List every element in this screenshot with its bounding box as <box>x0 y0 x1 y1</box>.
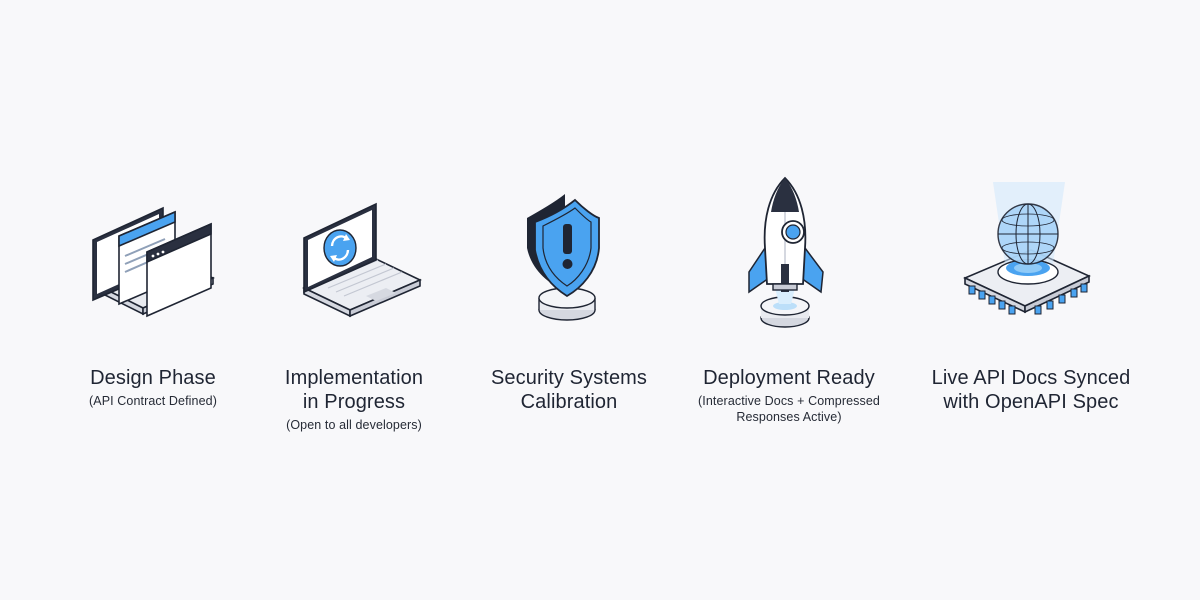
shield-warning-icon <box>469 160 669 340</box>
stage-title: Live API Docs Synced with OpenAPI Spec <box>931 366 1131 414</box>
stage-title-line: with OpenAPI Spec <box>943 391 1119 413</box>
stage-title-line: Design Phase <box>90 367 216 389</box>
stage-title: Design Phase (API Contract Defined) <box>53 366 253 409</box>
stage-title-line: Live API Docs Synced <box>931 367 1131 389</box>
stage-title: Deployment Ready (Interactive Docs + Com… <box>689 366 889 425</box>
stage-subtitle: (Interactive Docs + Compressed <box>698 394 880 408</box>
stage-title: Implementation in Progress (Open to all … <box>254 366 454 433</box>
stage-title-line: Calibration <box>520 391 618 413</box>
stage-title: Security Systems Calibration <box>469 366 669 414</box>
stage-title-line: in Progress <box>302 391 406 413</box>
stage-subtitle: (Open to all developers) <box>286 418 422 432</box>
stage-title-line: Deployment Ready <box>703 367 875 389</box>
stage-title-line: Security Systems <box>490 367 648 389</box>
laptop-sync-icon <box>254 160 454 340</box>
globe-chip-icon <box>931 160 1131 340</box>
laptop-windows-icon <box>53 160 253 340</box>
stage-title-line: Implementation <box>284 367 424 389</box>
stage-subtitle: Responses Active) <box>736 410 842 424</box>
rocket-icon <box>689 160 889 340</box>
stage-subtitle: (API Contract Defined) <box>89 394 217 408</box>
